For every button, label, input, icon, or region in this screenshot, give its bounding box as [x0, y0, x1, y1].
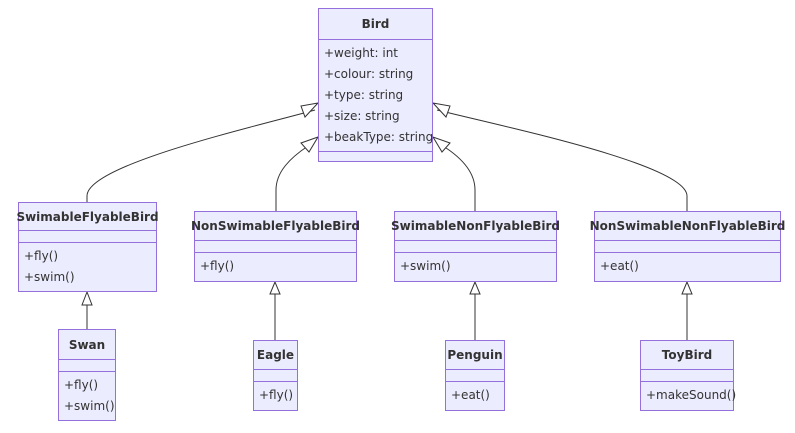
method: +fly() — [200, 259, 235, 273]
arrowhead-nonswimablenonflyablebird-bird — [431, 102, 451, 118]
method: +swim() — [24, 270, 75, 284]
class-name: Penguin — [446, 341, 504, 370]
arrowhead-eagle-nonswimableflyablebird — [269, 280, 281, 295]
method: +swim() — [400, 259, 451, 273]
arrowhead-toybird-nonswimablenonflyablebird — [681, 280, 693, 295]
attribute: +colour: string — [324, 67, 414, 81]
attributes-section — [195, 241, 356, 253]
link-nonswimableflyablebird-bird — [275, 145, 309, 211]
arrowhead-swimableflyablebird-bird — [300, 102, 320, 118]
attribute: +size: string — [324, 109, 400, 123]
attributes-section — [446, 370, 504, 382]
method: +fly() — [259, 388, 294, 402]
class-name: Bird — [319, 9, 432, 40]
class-name: NonSwimableFlyableBird — [191, 212, 360, 241]
attributes-section — [59, 360, 115, 372]
class-bird: Bird +weight: int +colour: string +type:… — [318, 8, 433, 162]
methods-section: +fly() +swim() — [19, 243, 156, 288]
attributes-section — [254, 370, 297, 382]
link-nonswimablenonflyablebird-bird — [436, 109, 688, 211]
method: +fly() — [64, 378, 99, 392]
class-swimableflyablebird: SwimableFlyableBird +fly() +swim() — [16, 202, 159, 292]
attributes-section — [395, 241, 556, 253]
attributes-section: +weight: int +colour: string +type: stri… — [319, 40, 434, 152]
class-penguin: Penguin +eat() — [445, 340, 505, 411]
method: +eat() — [600, 259, 639, 273]
arrowhead-nonswimableflyablebird-bird — [300, 136, 320, 153]
class-name: NonSwimableNonFlyableBird — [590, 212, 785, 241]
class-name: Eagle — [254, 341, 297, 370]
methods-section: +fly() — [195, 253, 356, 277]
class-swimablenonflyablebird: SwimableNonFlyableBird +swim() — [391, 211, 560, 282]
method: +eat() — [451, 388, 490, 402]
attributes-section — [595, 241, 780, 253]
class-name: ToyBird — [641, 341, 733, 370]
method: +makeSound() — [646, 388, 737, 402]
method: +swim() — [64, 399, 115, 413]
methods-section: +swim() — [395, 253, 556, 277]
class-swan: Swan +fly() +swim() — [58, 329, 116, 421]
methods-section: +eat() — [595, 253, 780, 277]
link-swimableflyablebird-bird — [86, 109, 316, 202]
class-name: SwimableFlyableBird — [16, 203, 159, 231]
methods-section: +fly() +swim() — [59, 372, 115, 417]
attributes-section — [19, 231, 156, 243]
class-nonswimableflyablebird: NonSwimableFlyableBird +fly() — [191, 211, 360, 282]
methods-section: +makeSound() — [641, 382, 737, 406]
class-name: SwimableNonFlyableBird — [391, 212, 560, 241]
attribute: +weight: int — [324, 46, 399, 60]
class-nonswimablenonflyablebird: NonSwimableNonFlyableBird +eat() — [590, 211, 785, 282]
methods-section — [319, 152, 432, 161]
class-eagle: Eagle +fly() — [253, 340, 298, 411]
attribute: +type: string — [324, 88, 404, 102]
method: +fly() — [24, 249, 59, 263]
attribute: +beakType: string — [324, 130, 434, 144]
attributes-section — [641, 370, 733, 382]
methods-section: +eat() — [446, 382, 504, 406]
class-toybird: ToyBird +makeSound() — [640, 340, 737, 411]
arrowhead-swimablenonflyablebird-bird — [431, 136, 451, 153]
arrowhead-swan-swimableflyablebird — [81, 290, 93, 306]
class-name: Swan — [59, 330, 115, 360]
link-swimablenonflyablebird-bird — [442, 145, 476, 211]
arrowhead-penguin-swimablenonflyablebird — [469, 280, 481, 295]
methods-section: +fly() — [254, 382, 297, 406]
